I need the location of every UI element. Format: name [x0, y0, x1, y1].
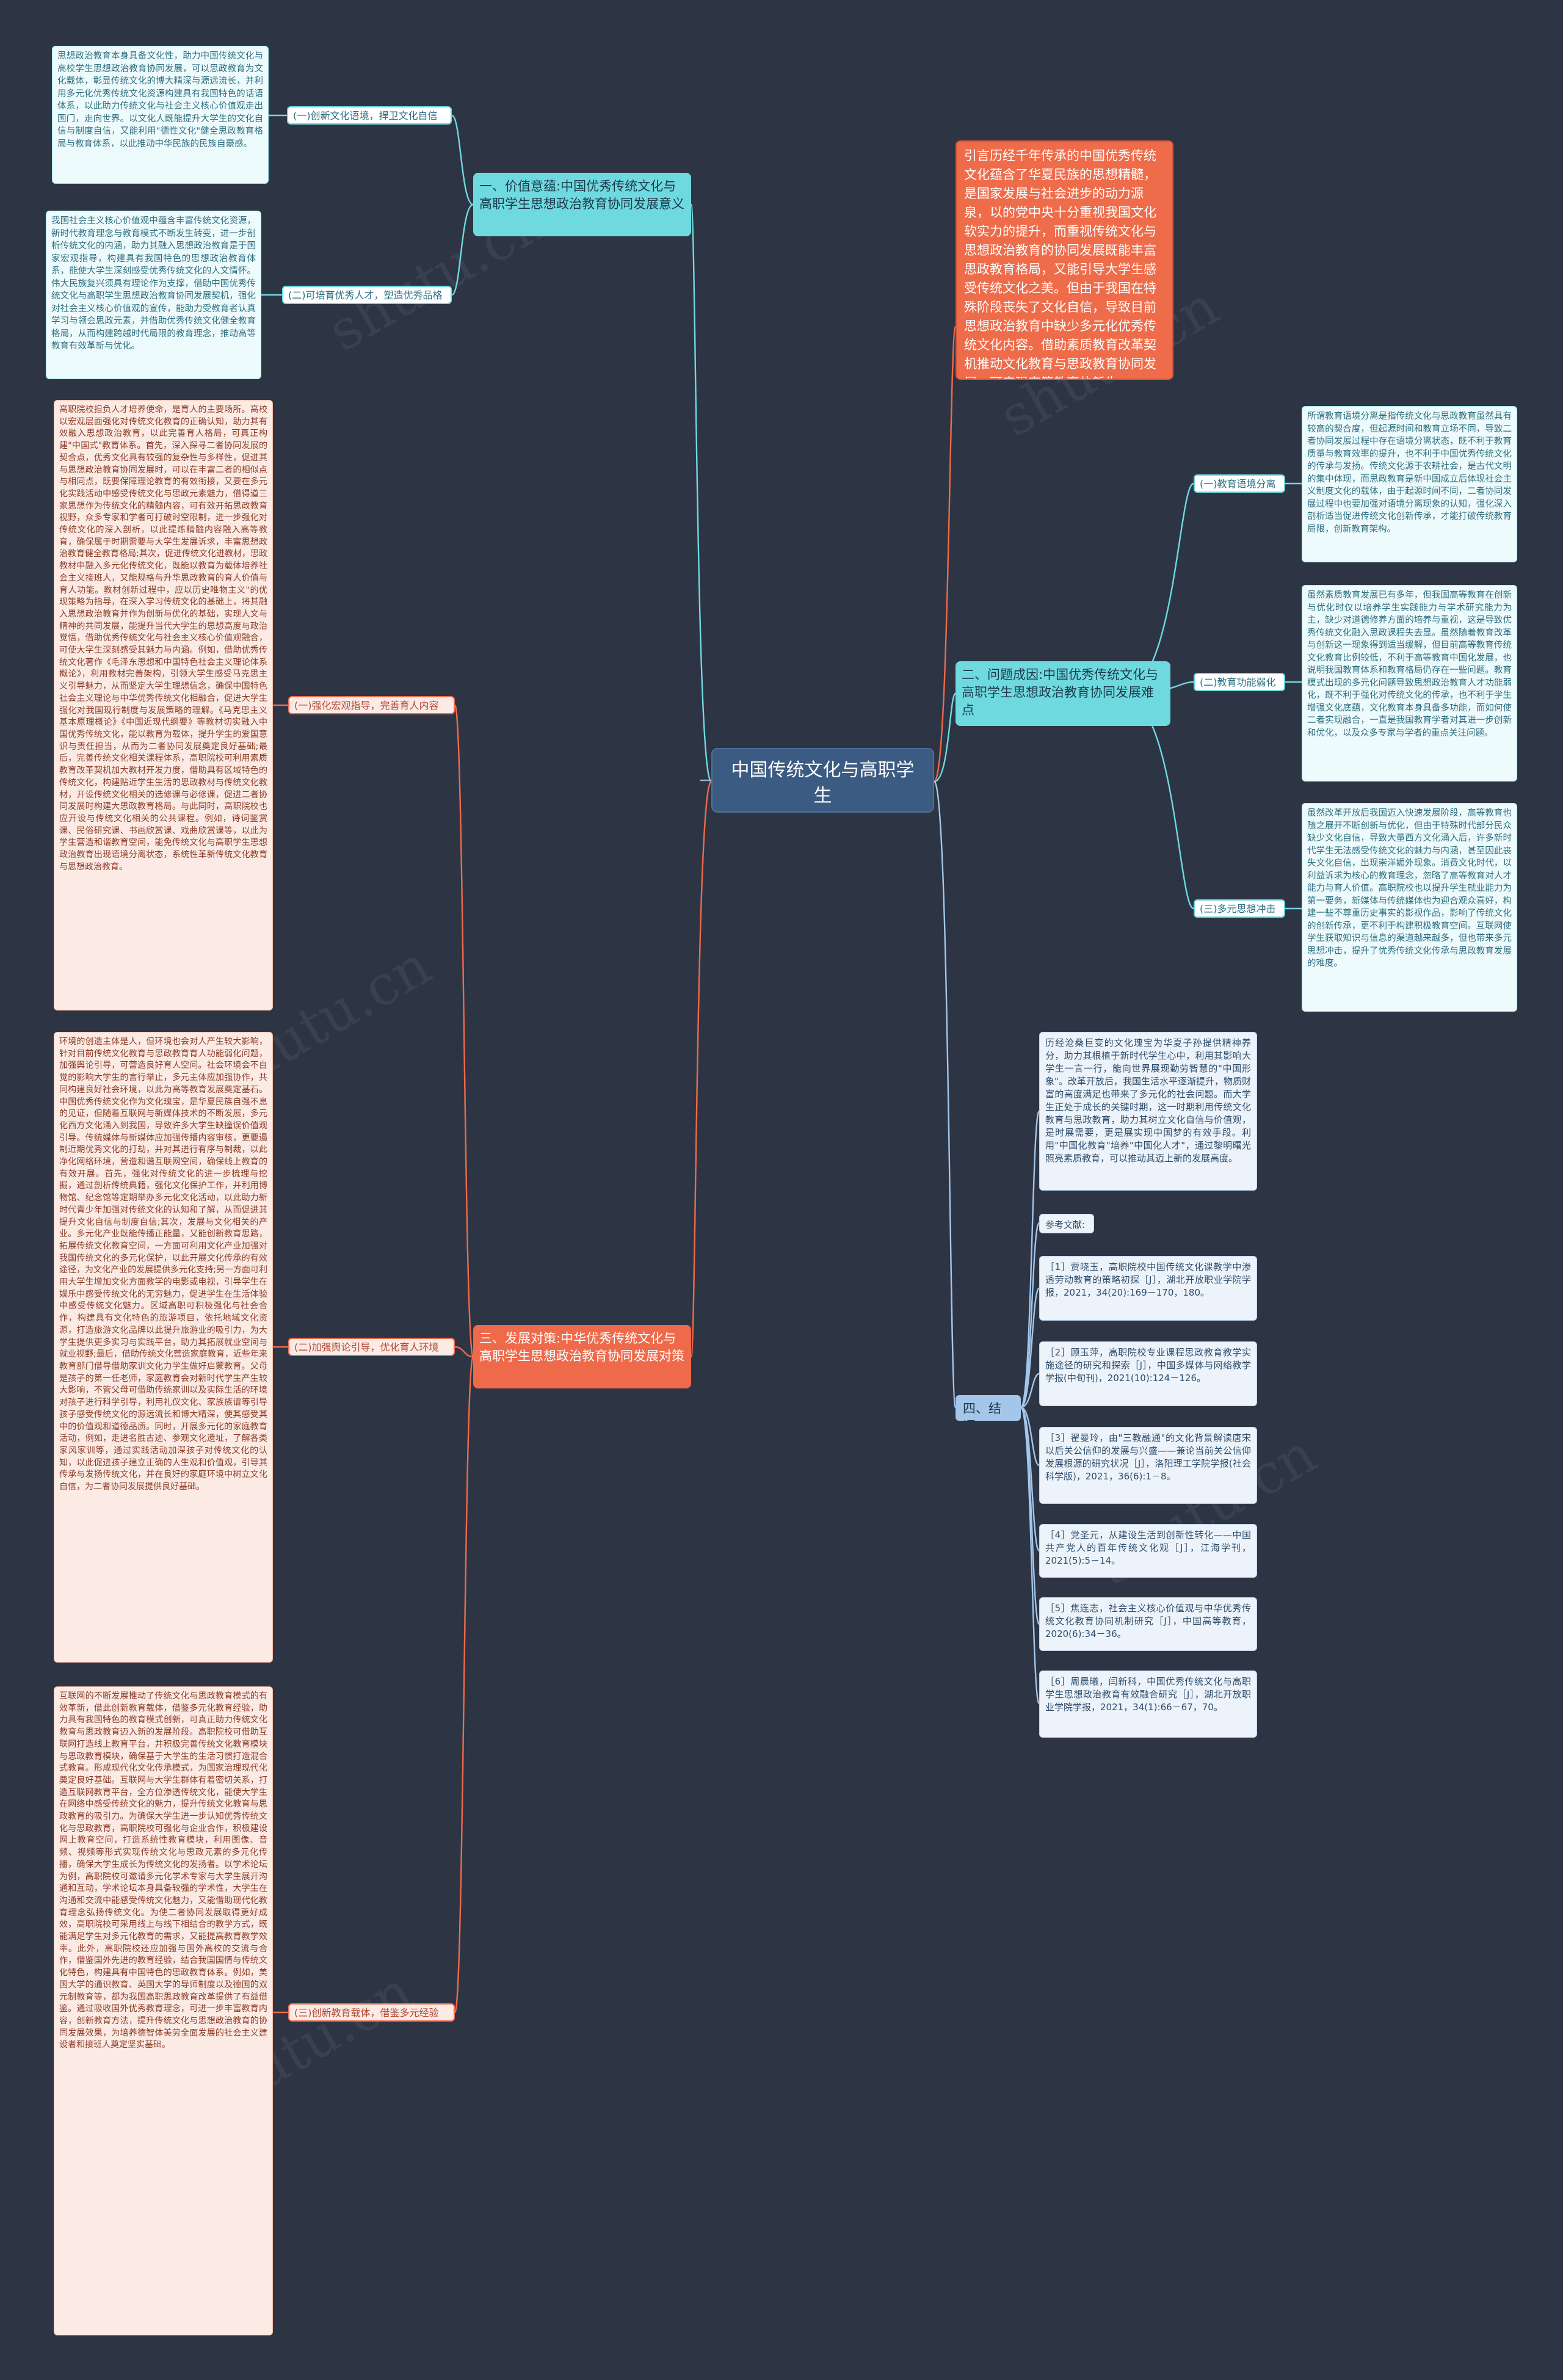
s1-sub-2-label[interactable]: (二)可培育优秀人才，塑造优秀品格	[282, 286, 452, 304]
s2-sub-2-text: 虽然素质教育发展已有多年，但我国高等教育在创新与优化时仅以培养学生实践能力与学术…	[1302, 585, 1517, 782]
reference-4: ［4］党圣元，从建设生活到创新性转化——中国共产党人的百年传统文化观［J］，江海…	[1039, 1524, 1257, 1578]
s3-sub-2-label[interactable]: (二)加强舆论引导，优化育人环境	[288, 1338, 455, 1356]
s1-sub-1-text: 思想政治教育本身具备文化性，助力中国传统文化与高校学生思想政治教育协同发展，可以…	[52, 46, 269, 184]
section-2-problems[interactable]: 二、问题成因:中国优秀传统文化与高职学生思想政治教育协同发展难点	[956, 661, 1170, 726]
s1-sub-2-text: 我国社会主义核心价值观中蕴含丰富传统文化资源，新时代教育理念与教育模式不断发生转…	[46, 211, 261, 379]
reference-3: ［3］翟曼玲，由"三教融通"的文化背景解读唐宋以后关公信仰的发展与兴盛——兼论当…	[1039, 1427, 1257, 1504]
reference-5: ［5］焦连志，社会主义核心价值观与中华优秀传统文化教育协同机制研究［J］，中国高…	[1039, 1597, 1257, 1651]
s3-sub-3-text: 互联网的不断发展推动了传统文化与思政教育模式的有效革新，借此创新教育载体，借鉴多…	[54, 1686, 273, 2335]
s2-sub-1-label[interactable]: (一)教育语境分离	[1194, 474, 1285, 493]
s2-sub-3-label[interactable]: (三)多元思想冲击	[1194, 899, 1285, 918]
section-3-strategies[interactable]: 三、发展对策:中华优秀传统文化与高职学生思想政治教育协同发展对策	[473, 1325, 691, 1388]
root-topic[interactable]: 中国传统文化与高职学生 思想政治研究	[711, 748, 934, 813]
s3-sub-1-text: 高职院校担负人才培养使命，是育人的主要场所。高校以宏观层面强化对传统文化教育的正…	[54, 400, 273, 1010]
section-1-value[interactable]: 一、价值意蕴:中国优秀传统文化与高职学生思想政治教育协同发展意义	[473, 173, 691, 236]
s2-sub-1-text: 所谓教育语境分离是指传统文化与思政教育虽然具有较高的契合度，但起源时间和教育立场…	[1302, 406, 1517, 562]
section-4-conclusion[interactable]: 四、结语	[956, 1395, 1021, 1421]
s2-sub-2-label[interactable]: (二)教育功能弱化	[1194, 673, 1285, 691]
reference-2: ［2］顾玉萍，高职院校专业课程思政教育教学实施途径的研究和探索［J］，中国多媒体…	[1039, 1341, 1257, 1406]
s3-sub-1-label[interactable]: (一)强化宏观指导，完善育人内容	[288, 696, 455, 714]
conclusion-text: 历经沧桑巨变的文化瑰宝为华夏子孙提供精神养分，助力其根植于新时代学生心中，利用其…	[1039, 1032, 1257, 1191]
s1-sub-1-label[interactable]: (一)创新文化语境，捍卫文化自信	[287, 106, 452, 125]
reference-1: ［1］贾晓玉，高职院校中国传统文化课教学中渗透劳动教育的策略初探［J］，湖北开放…	[1039, 1256, 1257, 1321]
s3-sub-3-label[interactable]: (三)创新教育载体，借鉴多元经验	[288, 2003, 455, 2022]
s2-sub-3-text: 虽然改革开放后我国迈入快速发展阶段，高等教育也随之展开不断创新与优化，但由于特殊…	[1302, 803, 1517, 1012]
references-label: 参考文献:	[1039, 1214, 1094, 1233]
s3-sub-2-text: 环境的创造主体是人，但环境也会对人产生较大影响，针对目前传统文化教育与思政教育育…	[54, 1032, 273, 1663]
reference-6: ［6］周晨曦，闫新科，中国优秀传统文化与高职学生思想政治教育有效融合研究［J］，…	[1039, 1671, 1257, 1738]
intro-node[interactable]: 引言历经千年传承的中国优秀传统文化蕴含了华夏民族的思想精髓，是国家发展与社会进步…	[956, 140, 1173, 380]
